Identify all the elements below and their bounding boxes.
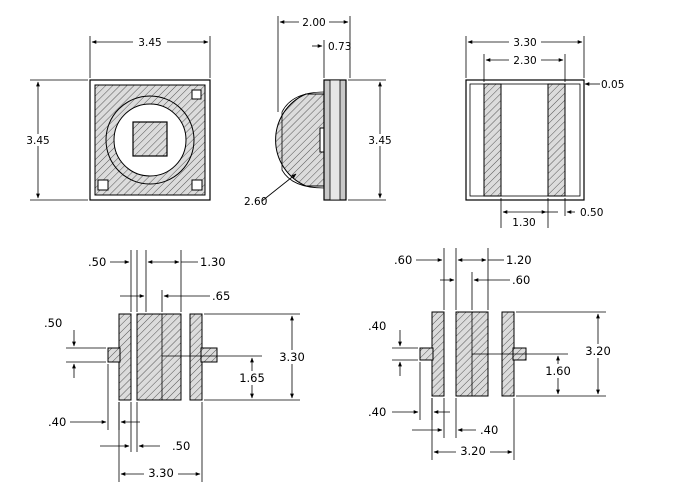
- top-width-dimension: 3.45: [138, 37, 161, 49]
- fpa-tab-left: [107, 347, 121, 363]
- fpb-pad-left: [431, 311, 445, 397]
- top-height-dimension: 3.45: [26, 135, 49, 147]
- fpb-gap-bottom-dimension: .40: [480, 423, 498, 437]
- fpb-width-dimension: 3.20: [460, 444, 486, 458]
- fpa-gap-bottom-dimension: .50: [172, 439, 190, 453]
- pad-width-dimension: 0.50: [580, 207, 603, 219]
- fpa-center-dimension: 1.30: [200, 255, 226, 269]
- side-height-dimension: 3.45: [368, 135, 391, 147]
- bottom-pad-right: [547, 83, 566, 197]
- fpb-half-height-dimension: 1.60: [545, 364, 571, 378]
- polarity-mark: [191, 89, 202, 100]
- fpb-center-dimension: 1.20: [506, 253, 532, 267]
- body-thickness-dimension: 0.73: [328, 41, 351, 53]
- dome: [275, 93, 324, 187]
- die: [132, 121, 168, 157]
- fpa-tab-right: [200, 347, 218, 363]
- dome-dimension: 2.60: [244, 196, 267, 208]
- fpa-width-dimension: 3.30: [148, 466, 174, 480]
- fpb-tab-left: [419, 347, 434, 361]
- bottom-pad-left: [483, 83, 502, 197]
- fpb-gap-top-dimension: .60: [394, 253, 412, 267]
- fpa-gap-top-dimension: .50: [88, 255, 106, 269]
- fpa-height-dimension: 3.30: [279, 350, 305, 364]
- fpa-half-dimension: .65: [212, 289, 230, 303]
- fpb-height-dimension: 3.20: [585, 344, 611, 358]
- fpa-pad-center: [136, 313, 182, 401]
- fpa-tab-dimension: .50: [44, 316, 62, 330]
- depth-dimension: 2.00: [302, 17, 325, 29]
- fpa-half-height-dimension: 1.65: [239, 371, 265, 385]
- corner-pad-left: [97, 179, 109, 191]
- pad-span-dimension: 2.30: [513, 55, 536, 67]
- corner-pad-right: [191, 179, 203, 191]
- bottom-view: 3.30 2.30 0.05 1.30 0.50: [465, 36, 624, 229]
- fpa-tab-length-dimension: .40: [48, 415, 66, 429]
- bottom-width-dimension: 3.30: [513, 37, 536, 49]
- top-view: 3.45 3.45: [22, 36, 211, 201]
- footprint-b: .60 1.20 .60 .40 3.20 1.60 .40: [368, 248, 615, 460]
- fpb-half-dimension: .60: [512, 273, 530, 287]
- fpa-pad-left: [118, 313, 132, 401]
- fpb-tab-length-dimension: .40: [368, 405, 386, 419]
- footprint-a: .50 1.30 .65 .50 3.30 1.65 .40: [44, 250, 309, 482]
- side-view: 2.00 0.73 3.45 2.60: [244, 16, 396, 208]
- center-gap-dimension: 1.30: [512, 217, 535, 229]
- dome-leader: [261, 173, 297, 202]
- edge-gap-dimension: 0.05: [601, 79, 624, 91]
- fpb-tab-dimension: .40: [368, 319, 386, 333]
- fpa-pad-right: [189, 313, 203, 401]
